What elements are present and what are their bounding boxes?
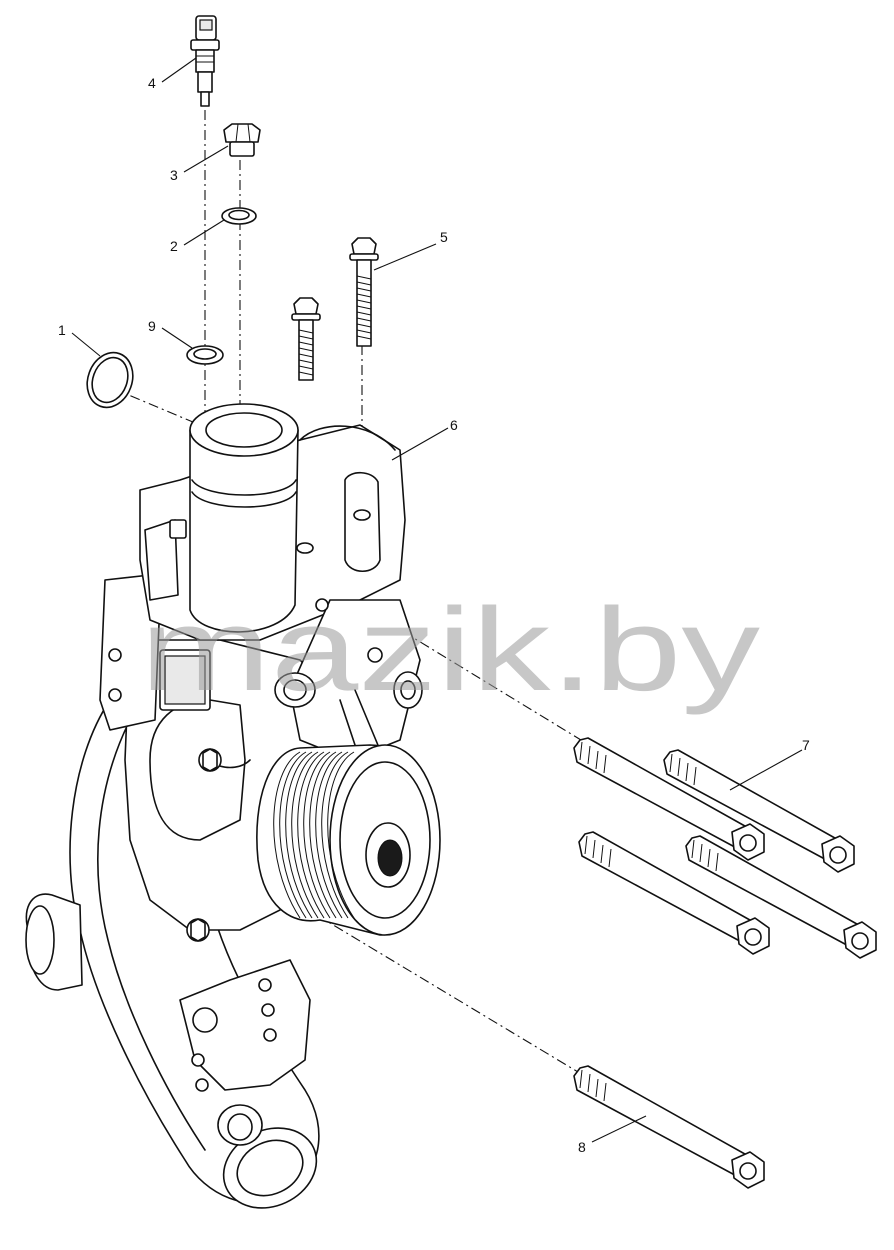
callout-4: 4 [148,75,156,91]
callout-1: 1 [58,322,66,338]
callout-3: 3 [170,167,178,183]
long-bolts-part-7 [573,737,877,959]
callout-8: 8 [578,1139,586,1155]
bolt-7d [685,835,877,959]
callout-6: 6 [450,417,458,433]
watermark-text: mazik.by [140,584,760,716]
callout-5: 5 [440,229,448,245]
callout-9: 9 [148,318,156,334]
bolt-5b [349,237,379,347]
washer-part-2 [221,207,257,225]
bolts-part-5 [291,237,379,381]
bolt-7a [573,737,765,861]
long-bolt-part-8 [573,1065,765,1189]
oring-part-1 [86,351,134,409]
callout-labels: 4 3 2 9 1 5 6 7 8 [58,75,810,1155]
bolt-5a [291,297,321,381]
washer-part-9 [186,345,224,365]
pump-pulley [256,744,441,936]
callout-7: 7 [802,737,810,753]
callout-2: 2 [170,238,178,254]
sensor-part-4 [190,15,220,107]
plug-part-3 [223,123,261,157]
bolt-7c [578,831,770,955]
leader-lines [71,57,803,1143]
bolt-7b [663,749,855,873]
pulley-grooves [273,751,355,919]
